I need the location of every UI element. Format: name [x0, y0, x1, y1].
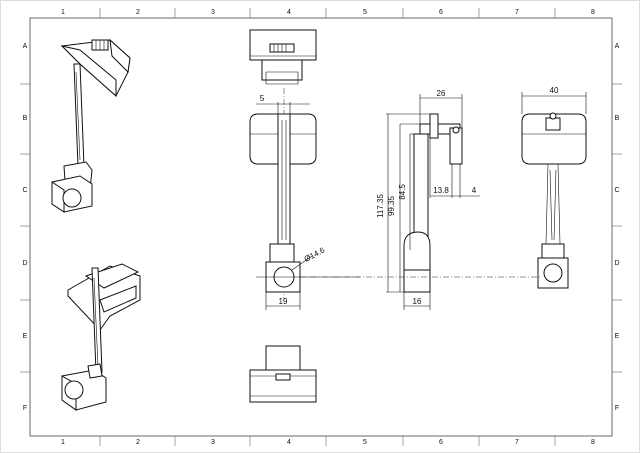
col-label-top: 8 [591, 9, 595, 16]
isometric-view-front [51, 38, 131, 213]
col-label-top: 4 [287, 9, 291, 16]
row-label-right: F [615, 405, 619, 412]
col-label-bottom: 3 [211, 439, 215, 446]
row-label-right: B [615, 115, 620, 122]
row-label-left: A [23, 43, 28, 50]
col-label-bottom: 8 [591, 439, 595, 446]
col-label-bottom: 2 [136, 439, 140, 446]
dim-label-height-mid: 99.35 [387, 195, 396, 216]
inner-border [29, 17, 613, 437]
col-label-top: 7 [515, 9, 519, 16]
row-label-left: B [23, 115, 28, 122]
col-label-top: 1 [61, 9, 65, 16]
row-label-right: C [614, 187, 619, 194]
right-view [521, 112, 587, 289]
dim-top-width [256, 102, 310, 116]
row-label-right: D [614, 260, 619, 267]
dim-heights [386, 113, 430, 293]
dim-side-depth [419, 94, 463, 128]
dim-side-base [403, 292, 431, 310]
col-label-bottom: 5 [363, 439, 367, 446]
dim-label-offset-b: 4 [472, 186, 477, 195]
dim-base-width [265, 292, 301, 310]
front-view [249, 88, 360, 300]
dim-label-height-total: 117.35 [376, 194, 385, 218]
col-label-top: 2 [136, 9, 140, 16]
dim-offsets [429, 138, 480, 198]
col-label-bottom: 7 [515, 439, 519, 446]
dim-label-height-arm: 84.5 [398, 184, 407, 200]
dim-label-side-depth: 26 [437, 89, 446, 98]
dim-hole [291, 255, 313, 271]
row-label-left: F [23, 405, 27, 412]
dim-label-base-width: 19 [279, 297, 288, 306]
bottom-view [249, 345, 317, 403]
row-label-left: E [23, 333, 28, 340]
col-label-bottom: 6 [439, 439, 443, 446]
row-label-left: C [22, 187, 27, 194]
dim-label-right-width: 40 [550, 86, 559, 95]
col-label-bottom: 1 [61, 439, 65, 446]
isometric-view-back [61, 263, 141, 411]
col-label-top: 5 [363, 9, 367, 16]
side-view [403, 113, 463, 293]
grid-ticks [20, 8, 622, 446]
row-label-left: D [22, 260, 27, 267]
dim-label-offset-a: 13.8 [433, 186, 449, 195]
dim-right-width [521, 92, 587, 114]
dim-label-top-width: 5 [260, 94, 265, 103]
col-label-bottom: 4 [287, 439, 291, 446]
row-label-right: E [615, 333, 620, 340]
col-label-top: 3 [211, 9, 215, 16]
col-label-top: 6 [439, 9, 443, 16]
dim-label-hole: Ø14.6 [303, 245, 327, 263]
top-view [249, 29, 317, 85]
dim-label-side-base: 16 [413, 297, 422, 306]
row-label-right: A [615, 43, 620, 50]
